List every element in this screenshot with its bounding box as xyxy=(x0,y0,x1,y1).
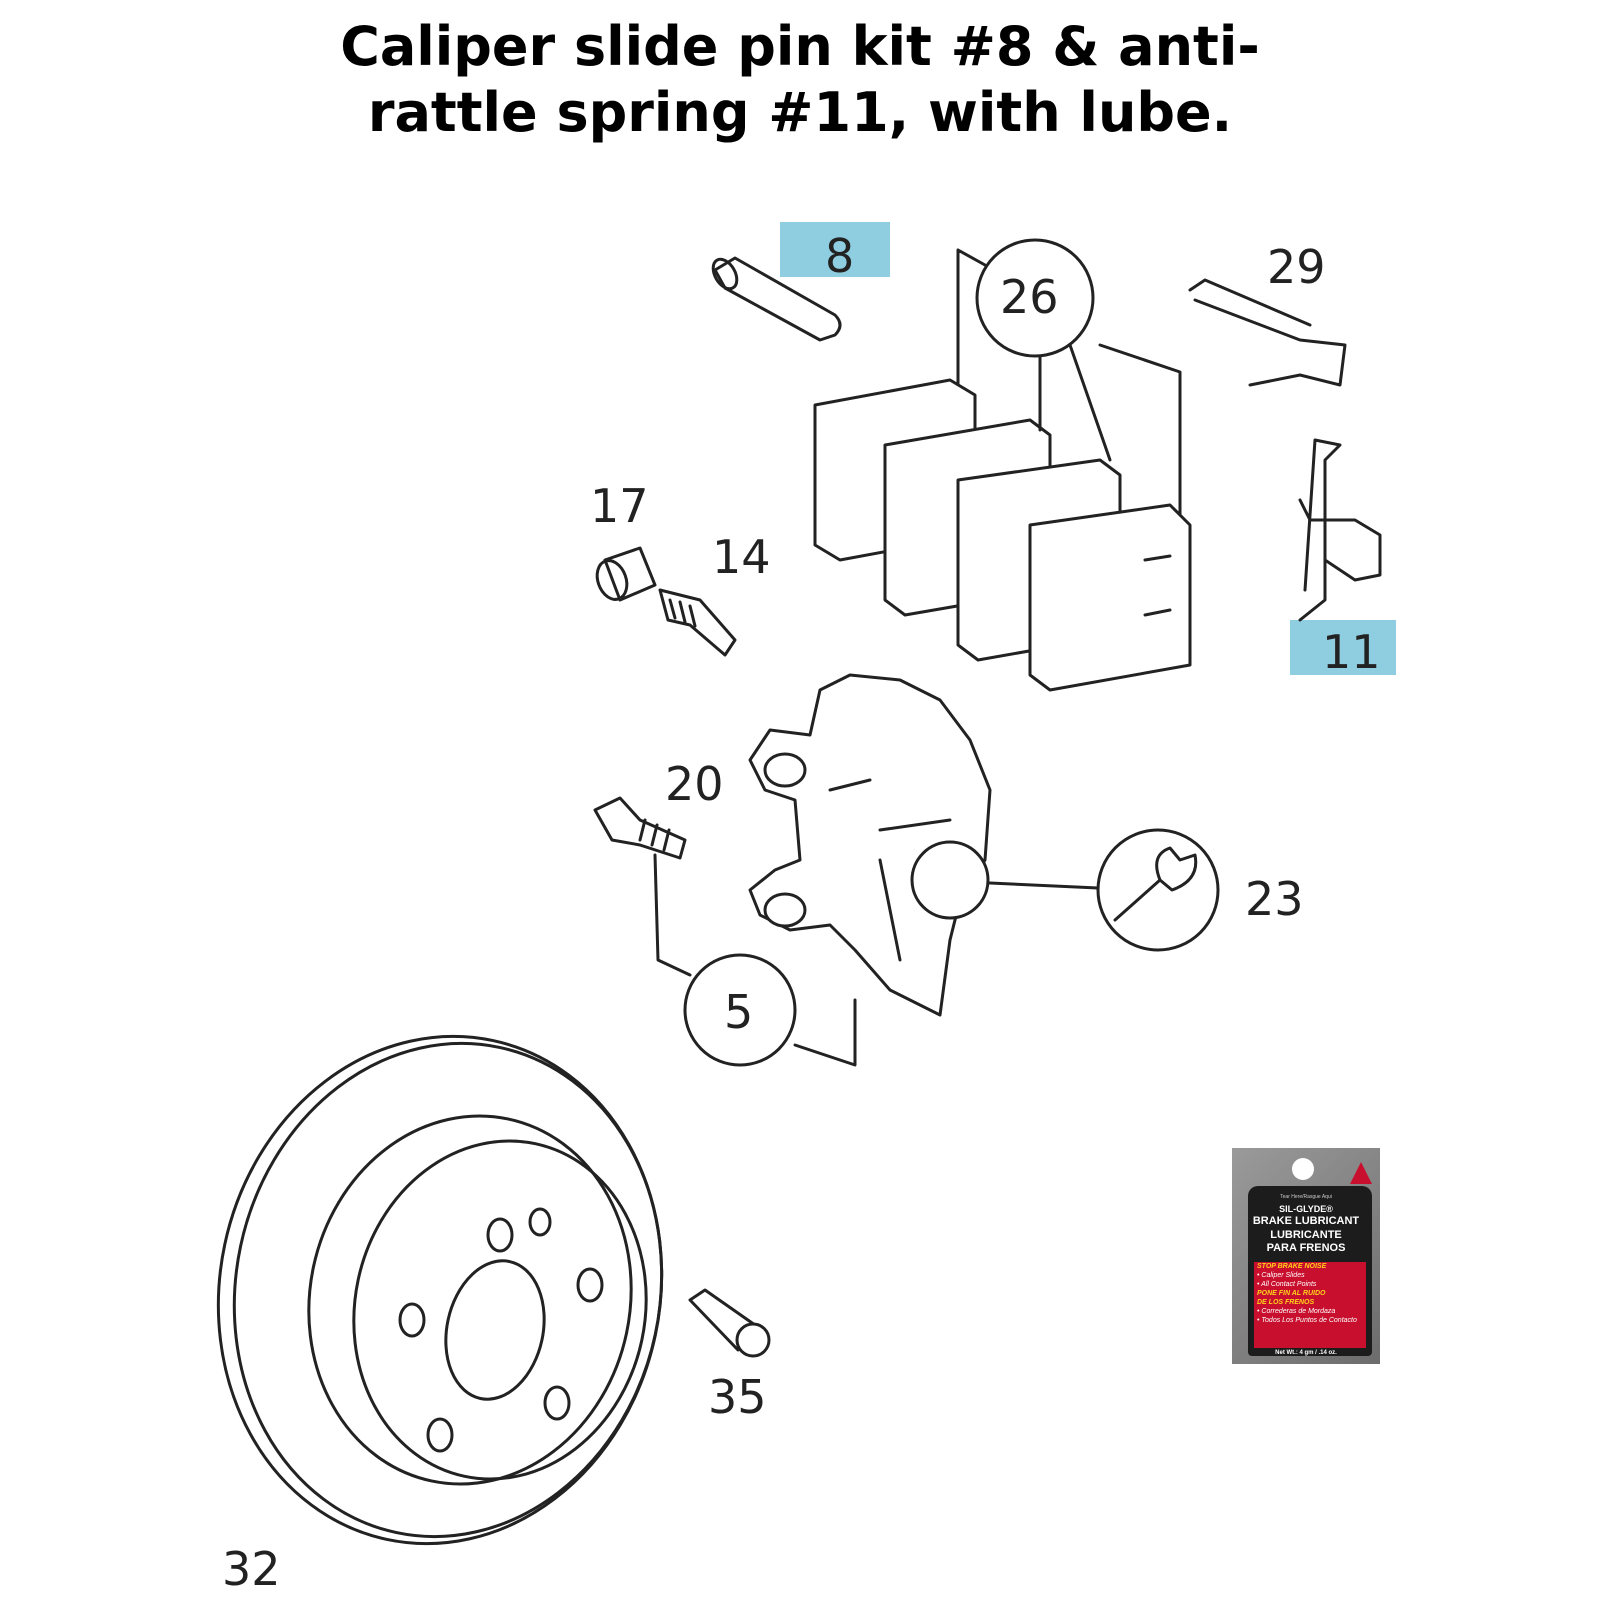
bleeder-part-14 xyxy=(658,588,737,657)
product-name-es-2: PARA FRENOS xyxy=(1266,1242,1346,1254)
product-name-en: BRAKE LUBRICANT xyxy=(1252,1215,1360,1227)
brake-rotor-part-32 xyxy=(216,1034,664,1546)
callout-circle-23 xyxy=(1096,828,1220,952)
title-line-2: rattle spring #11, with lube. xyxy=(367,81,1233,144)
title-line-1: Caliper slide pin kit #8 & anti- xyxy=(340,15,1260,78)
label-35: 35 xyxy=(708,1370,767,1424)
product-name-es-1: LUBRICANTE xyxy=(1270,1229,1342,1241)
label-26: 26 xyxy=(1000,270,1059,324)
label-11: 11 xyxy=(1322,625,1381,679)
callout-circle-5 xyxy=(683,953,797,1067)
page-title: Caliper slide pin kit #8 & anti- rattle … xyxy=(0,14,1600,146)
headline-es-1: PONE FIN AL RUIDO xyxy=(1257,1290,1326,1297)
anti-rattle-spring-part-11 xyxy=(1298,438,1382,622)
sensor-part-29 xyxy=(1188,278,1347,387)
bullet-es-2: • Todos Los Puntos de Contacto xyxy=(1257,1317,1357,1324)
brand-name: SIL-GLYDE® xyxy=(1279,1204,1333,1214)
bullet-en-1: • Caliper Slides xyxy=(1257,1272,1305,1279)
brake-pads-part-26 xyxy=(813,238,1192,692)
bullet-en-2: • All Contact Points xyxy=(1257,1281,1317,1288)
feature-panel: STOP BRAKE NOISE • Caliper Slides • All … xyxy=(1254,1262,1366,1348)
leader-line-23 xyxy=(988,881,1100,890)
label-17: 17 xyxy=(590,479,649,533)
slide-pin-part-8 xyxy=(711,256,842,342)
leader-line-5b xyxy=(793,998,857,1067)
label-29: 29 xyxy=(1267,240,1326,294)
label-14: 14 xyxy=(712,530,771,584)
tear-here-text: Tear Here/Rasgue Aqui xyxy=(1280,1194,1332,1200)
net-weight: Net Wt.: 4 gm / .14 oz. xyxy=(1275,1350,1337,1356)
label-20: 20 xyxy=(665,757,724,811)
bullet-es-1: • Correderas de Mordaza xyxy=(1257,1308,1336,1315)
headline-es-2: DE LOS FRENOS xyxy=(1257,1299,1315,1306)
headline-en: STOP BRAKE NOISE xyxy=(1257,1263,1327,1270)
label-23: 23 xyxy=(1245,872,1304,926)
caliper-body xyxy=(748,673,992,1017)
label-32: 32 xyxy=(222,1542,281,1596)
highlight-11 xyxy=(1290,620,1396,675)
hang-hole xyxy=(1292,1158,1314,1180)
highlight-8 xyxy=(780,222,890,277)
label-8: 8 xyxy=(825,229,854,283)
bushing-part-17 xyxy=(595,546,657,602)
label-5: 5 xyxy=(724,985,753,1039)
bolt-part-20 xyxy=(593,796,687,860)
screw-part-35 xyxy=(688,1288,771,1358)
brand-logo xyxy=(1350,1162,1372,1184)
leader-line-5 xyxy=(653,853,692,977)
brake-lubricant-package: Tear Here/Rasgue Aqui SIL-GLYDE® BRAKE L… xyxy=(1232,1148,1380,1364)
